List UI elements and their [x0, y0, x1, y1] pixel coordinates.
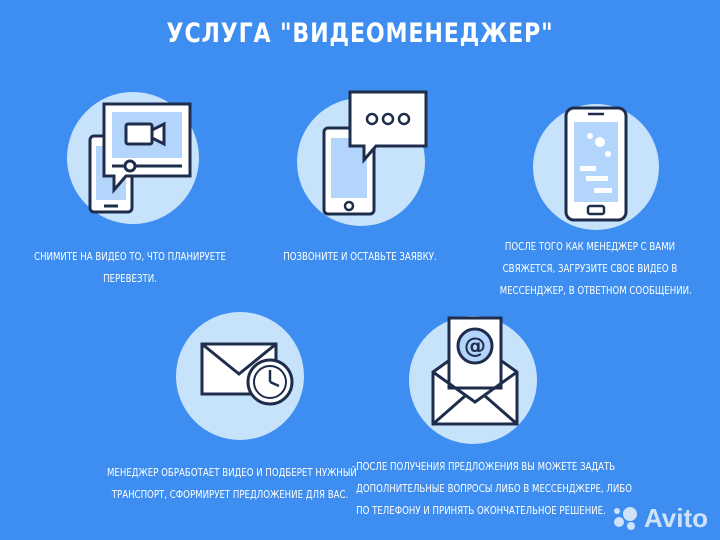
caption-line: дополнительные вопросы либо в мессенджер… — [356, 483, 632, 495]
smartphone-messenger-icon — [564, 106, 628, 222]
step-4-caption: Менеджер обработает видео и подберет нуж… — [107, 462, 357, 506]
phone-chat-bubble-icon — [322, 90, 428, 216]
caption-line: мессенджер, в ответном сообщении. — [499, 285, 692, 297]
caption-line: транспорт, сформирует предложение для ва… — [111, 489, 349, 501]
avito-logo-icon — [613, 506, 637, 530]
video-on-phone-icon — [88, 102, 192, 214]
caption-line: После получения предложения вы можете за… — [356, 461, 616, 473]
caption-line: свяжется, загрузите свое видео в — [502, 263, 678, 275]
caption-line: Снимите на видео то, что планируете — [34, 251, 226, 263]
step-5-caption: После получения предложения вы можете за… — [356, 456, 632, 522]
watermark-text: Avito — [643, 503, 708, 533]
svg-text:@: @ — [464, 334, 486, 359]
caption-line: После того как менеджер с вами — [504, 241, 676, 253]
avito-watermark: Avito — [612, 503, 708, 534]
envelope-at-icon: @ — [431, 316, 519, 426]
caption-line: Позвоните и оставьте заявку. — [283, 251, 437, 263]
caption-line: перевезти. — [103, 273, 157, 285]
step-2-caption: Позвоните и оставьте заявку. — [262, 246, 459, 268]
envelope-clock-icon — [200, 342, 294, 406]
page-title: УСЛУГА "ВИДЕОМЕНЕДЖЕР" — [166, 18, 554, 49]
step-1-caption: Снимите на видео то, что планируете пере… — [23, 246, 236, 290]
caption-line: по телефону и принять окончательное реше… — [356, 505, 606, 517]
step-3-caption: После того как менеджер с вами свяжется,… — [499, 236, 692, 302]
caption-line: Менеджер обработает видео и подберет нуж… — [107, 467, 357, 479]
